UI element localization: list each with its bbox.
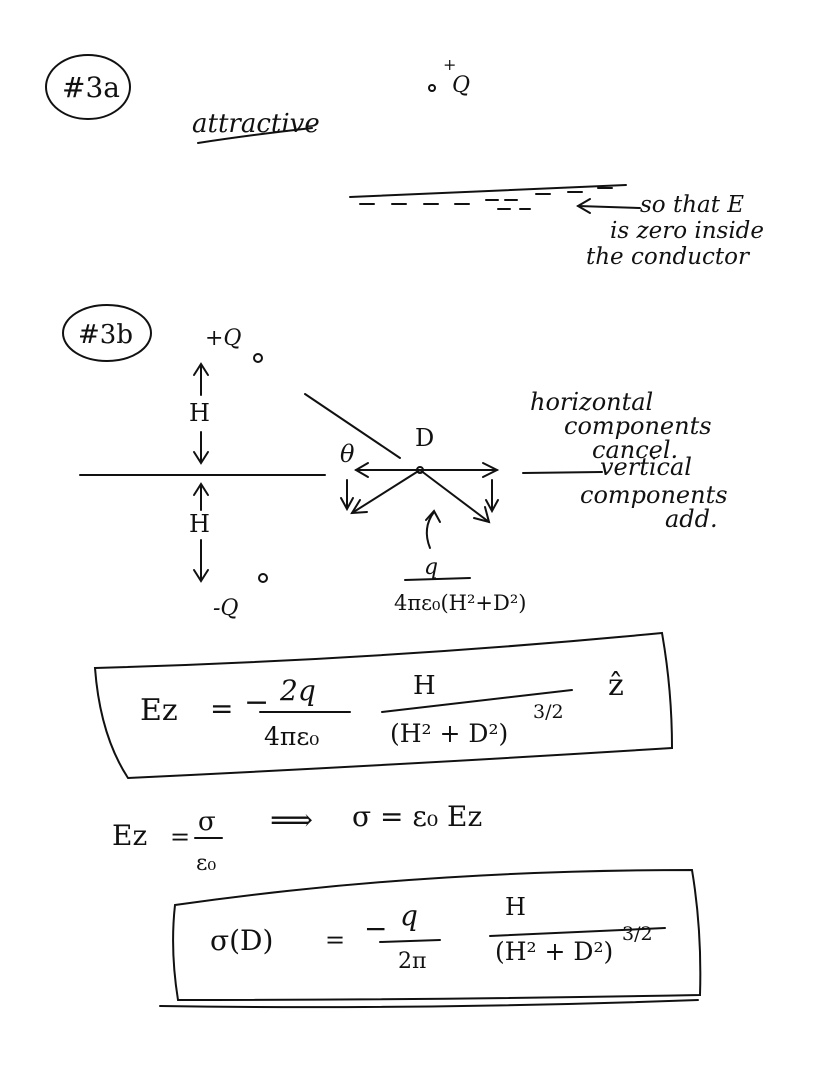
eq3-minus: − <box>364 912 387 945</box>
charge-q-dot <box>428 84 436 92</box>
eq3-bar2 <box>489 927 666 937</box>
note-3b-line6: add. <box>665 505 718 533</box>
theta-label: θ <box>340 440 355 468</box>
eq2-num: σ <box>198 807 216 837</box>
eq2-implies: ⟹ <box>270 803 313 838</box>
note-3a-line3: the conductor <box>586 244 751 270</box>
bottom-charge-dot <box>258 573 268 583</box>
eq3-num1: q <box>400 899 418 932</box>
h-lower-arrowhead-down <box>193 569 209 583</box>
field-numerator: q <box>424 555 438 580</box>
vertical-arrowhead-right <box>485 499 499 514</box>
note-3b-line5: components <box>580 481 728 509</box>
d-label: D <box>415 424 434 452</box>
field-vector-right <box>419 469 490 523</box>
charge-q-sign: + <box>443 55 456 74</box>
h-upper-label: H <box>189 399 210 427</box>
h-upper-arrowhead-down <box>193 451 209 465</box>
h-upper-arrowhead-up <box>193 362 209 376</box>
field-vector-left <box>351 469 421 514</box>
eq1-lhs: Ez <box>140 693 178 728</box>
label-3b-circle <box>62 304 152 362</box>
charge-q-letter: Q <box>452 73 470 98</box>
field-vector-left-head <box>350 499 368 515</box>
note-3b-line1: horizontal <box>530 388 653 416</box>
eq1-minus: − <box>244 685 269 720</box>
eq2-lhs: Ez <box>112 819 147 852</box>
eq1-num2: H <box>413 671 436 701</box>
h-lower-label: H <box>189 510 210 538</box>
eq1-box <box>93 631 674 780</box>
note-3a-line2: is zero inside <box>610 218 764 244</box>
top-charge-dot <box>253 353 263 363</box>
eq3-box <box>172 868 702 1002</box>
eq3-equals: = <box>325 926 345 954</box>
eq3-num2: H <box>505 893 526 921</box>
note-3a-line1: so that E <box>640 192 744 218</box>
pointer-arrowhead <box>425 509 441 523</box>
eq1-bar2 <box>381 689 573 713</box>
line-to-d <box>304 393 401 459</box>
pointer-arrow <box>425 511 435 549</box>
eq1-exp: 3/2 <box>533 701 564 723</box>
field-vector-right-head <box>473 506 491 524</box>
eq3-den2: (H² + D²) <box>495 937 613 966</box>
eq2-den: ε₀ <box>196 851 216 876</box>
h-lower-arrowhead-up <box>193 482 209 496</box>
eq1-unit: ẑ <box>608 668 624 703</box>
note-arrow-3a <box>577 205 641 209</box>
field-denominator: 4πε₀(H²+D²) <box>394 591 526 615</box>
eq1-num1: 2q <box>279 674 316 707</box>
answer-attractive: attractive <box>192 109 320 139</box>
induced-charges <box>359 187 613 205</box>
eq1-den1: 4πε₀ <box>264 722 319 751</box>
eq3-underline <box>159 999 699 1009</box>
conductor-surface <box>349 184 627 198</box>
note-3b-line3: cancel. <box>592 436 678 464</box>
label-3a-circle <box>45 54 131 120</box>
note-arrowhead-3a <box>576 198 591 214</box>
attractive-underline <box>197 127 313 144</box>
eq3-lhs: σ(D) <box>210 924 273 957</box>
eq2-equals: = <box>170 823 190 851</box>
horizontal-arrowhead-right <box>482 462 500 478</box>
label-3a: #3a <box>62 71 120 104</box>
field-fraction-bar <box>404 577 471 581</box>
eq3-exp: 3/2 <box>622 923 653 945</box>
plane-right <box>522 471 603 474</box>
eq3-den1: 2π <box>398 949 426 974</box>
note-3b-line2: components <box>564 412 712 440</box>
label-3b: #3b <box>78 320 133 350</box>
eq3-bar1 <box>379 939 441 943</box>
note-3b-line4: vertical <box>600 453 692 481</box>
bottom-charge-label: -Q <box>213 596 238 621</box>
eq1-equals: = <box>210 692 233 725</box>
eq1-den2: (H² + D²) <box>390 719 508 748</box>
vertical-arrowhead-left <box>340 497 354 512</box>
top-charge-label: +Q <box>205 326 241 351</box>
eq2-rhs: σ = ε₀ Ez <box>352 800 482 833</box>
horizontal-arrowhead-left <box>354 462 369 478</box>
